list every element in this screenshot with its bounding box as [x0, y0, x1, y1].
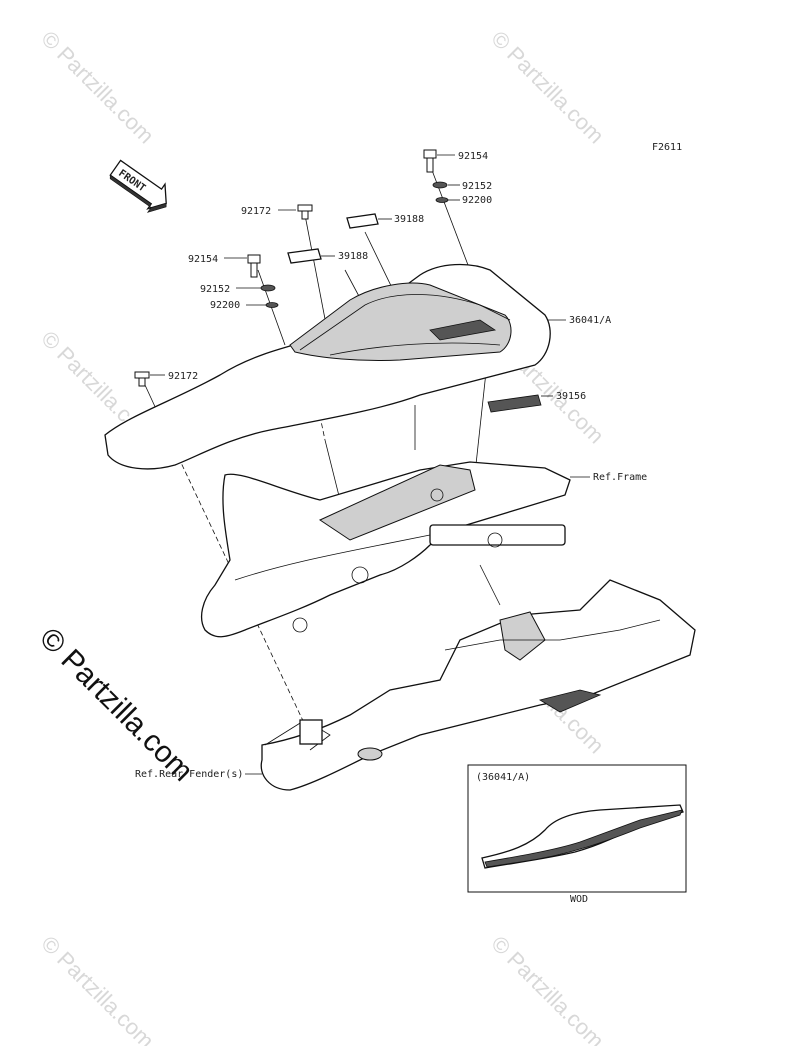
- label-sticker-icon: [487, 394, 542, 413]
- watermark-main: © Partzilla.com: [33, 622, 199, 788]
- frame-part: [201, 461, 571, 638]
- callout-39156: 39156: [556, 391, 586, 402]
- callout-36041-a: 36041/A: [569, 315, 611, 326]
- label-sticker-icon: [346, 213, 379, 229]
- rubber-icon: [435, 197, 449, 203]
- front-arrow-icon: FRONT: [109, 159, 167, 213]
- callout-39188: 39188: [394, 214, 424, 225]
- washer-icon: [432, 181, 448, 189]
- callout-92172: 92172: [241, 206, 271, 217]
- callout-92152: 92152: [200, 284, 230, 295]
- hardware: [134, 149, 542, 413]
- rear-fender-part: [260, 579, 696, 791]
- callout-labels: 92154 92152 92200 92172 39188 39188 9215…: [135, 151, 647, 780]
- rubber-icon: [265, 302, 279, 308]
- washer-icon: [260, 284, 276, 292]
- label-sticker-icon: [287, 248, 322, 264]
- inset-caption: WOD: [570, 894, 588, 905]
- bolt-icon: [247, 254, 261, 278]
- inset-title: (36041/A): [476, 772, 530, 783]
- callout-leaders: [150, 154, 590, 775]
- watermark: © Partzilla.com: [486, 931, 609, 1046]
- clip-icon: [134, 371, 150, 387]
- watermark: © Partzilla.com: [486, 26, 609, 149]
- callout-92154: 92154: [188, 254, 218, 265]
- callout-ref-frame: Ref.Frame: [593, 472, 647, 483]
- callout-39188: 39188: [338, 251, 368, 262]
- seat-cover-part: [104, 263, 551, 470]
- bolt-icon: [423, 149, 437, 173]
- callout-ref-rear-fender: Ref.Rear Fender(s): [135, 769, 243, 780]
- callout-92200: 92200: [462, 195, 492, 206]
- figure-code: F2611: [652, 142, 682, 153]
- watermark: © Partzilla.com: [36, 26, 159, 149]
- callout-92154: 92154: [458, 151, 488, 162]
- watermark: © Partzilla.com: [36, 931, 159, 1046]
- clip-icon: [297, 204, 313, 220]
- callout-92200: 92200: [210, 300, 240, 311]
- inset-panel: (36041/A) WOD: [467, 764, 687, 905]
- callout-92172: 92172: [168, 371, 198, 382]
- callout-92152: 92152: [462, 181, 492, 192]
